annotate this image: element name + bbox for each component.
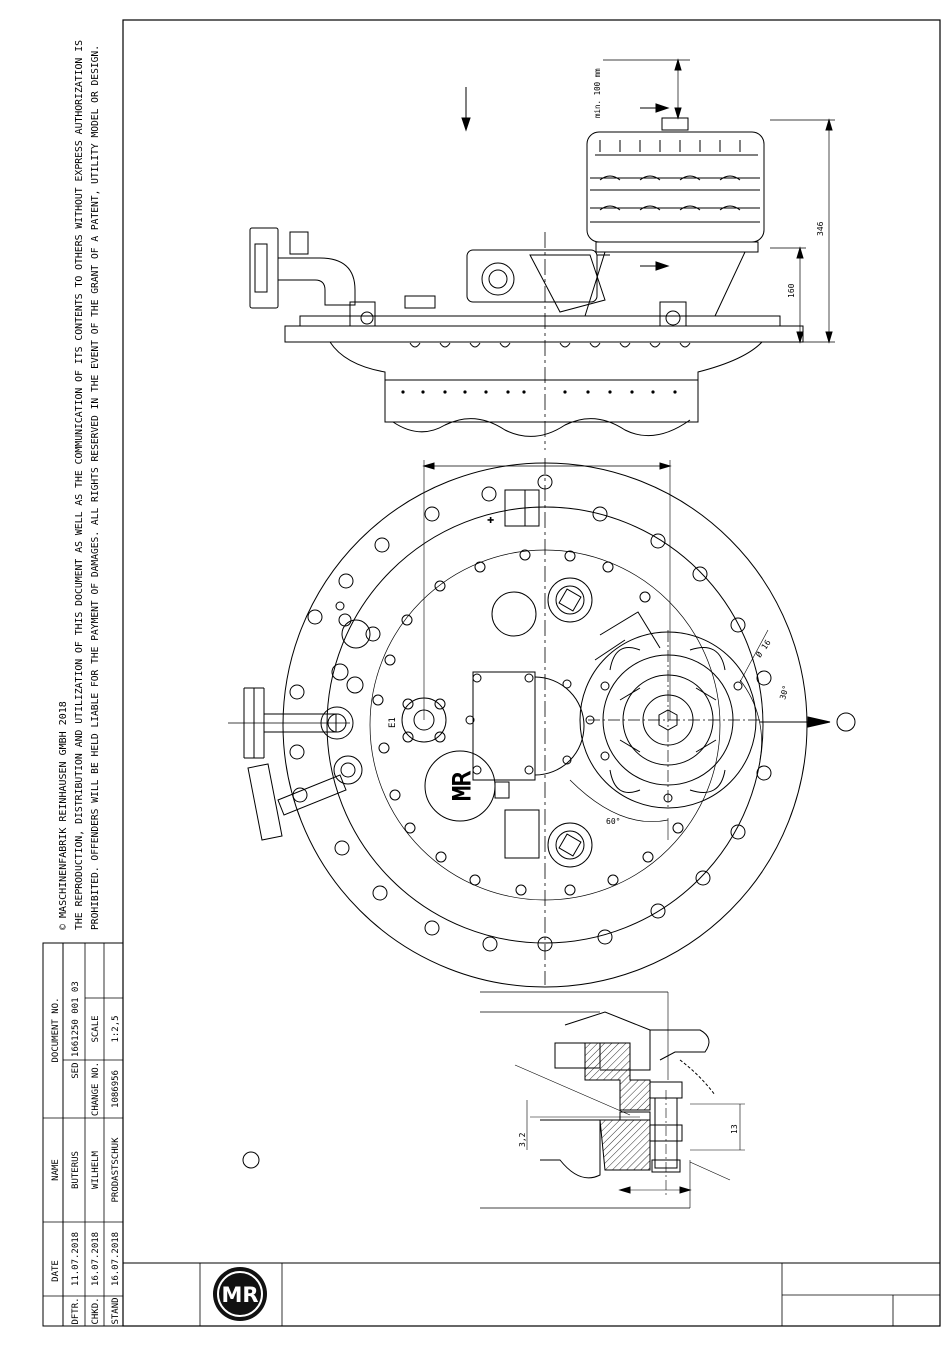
row-chkd-role: CHKD. [91, 1297, 101, 1324]
title-block: DATE NAME DOCUMENT NO. DFTR. 11.07.2018 … [42, 942, 124, 1327]
top-plus-marker: ✚ [487, 512, 494, 526]
copyright-notice: © MASCHINENFABRIK REINHAUSEN GMBH 2018 T… [58, 40, 101, 930]
inner-bolt-holes [372, 549, 684, 896]
section-detail-view: 3,2 13 [242, 991, 745, 1209]
dim-min-clearance: min. 100 mm [593, 68, 602, 118]
copyright-line-1: © MASCHINENFABRIK REINHAUSEN GMBH 2018 [58, 701, 69, 930]
drawing-frame [122, 19, 941, 1327]
dim-thread: 13 [730, 1124, 739, 1134]
header-document-no: DOCUMENT NO. [51, 997, 61, 1062]
row-dftr-name: BUTERUS [71, 1151, 81, 1189]
copyright-line-3: PROHIBITED. OFFENDERS WILL BE HELD LIABL… [90, 45, 101, 930]
scale-value: 1:2,5 [111, 1015, 121, 1042]
change-no-value: 1086956 [111, 1070, 121, 1108]
row-stand-date: 16.07.2018 [111, 1232, 121, 1286]
row-dftr-role: DFTR. [71, 1297, 81, 1324]
label-e1: E1 [388, 717, 398, 728]
document-number: SED 1661250 001 03 [71, 981, 81, 1079]
scale-label: SCALE [91, 1015, 101, 1042]
mr-plate-label: MR [448, 771, 476, 800]
row-stand-role: STAND [111, 1297, 121, 1324]
tank-rivets [401, 390, 677, 394]
copyright-line-2: THE REPRODUCTION, DISTRIBUTION AND UTILI… [74, 40, 85, 930]
header-date: DATE [51, 1260, 61, 1282]
side-elevation-view: min. 100 mm 346 160 [249, 58, 835, 450]
svg-text:MR: MR [221, 1283, 258, 1307]
dim-diameter: Ø 16 [753, 637, 772, 659]
row-chkd-name: WILHELM [91, 1150, 101, 1189]
change-no-label: CHANGE NO. [91, 1062, 101, 1116]
header-name: NAME [51, 1159, 61, 1181]
bottom-title-strip: MR [123, 1262, 940, 1326]
dim-angle-60: 60° [606, 817, 620, 826]
dim-gap: 3,2 [518, 1132, 527, 1147]
mr-logo: MR [213, 1267, 267, 1321]
row-dftr-date: 11.07.2018 [71, 1232, 81, 1286]
dim-partial-height: 160 [787, 283, 796, 298]
outer-bolt-holes [289, 474, 772, 952]
row-chkd-date: 16.07.2018 [91, 1232, 101, 1286]
dim-angle-30: 30° [778, 684, 790, 700]
plan-view: MR E1 ✚ [228, 458, 856, 988]
dim-total-height: 346 [816, 221, 825, 236]
row-stand-name: PRODASTSCHUK [111, 1137, 121, 1203]
